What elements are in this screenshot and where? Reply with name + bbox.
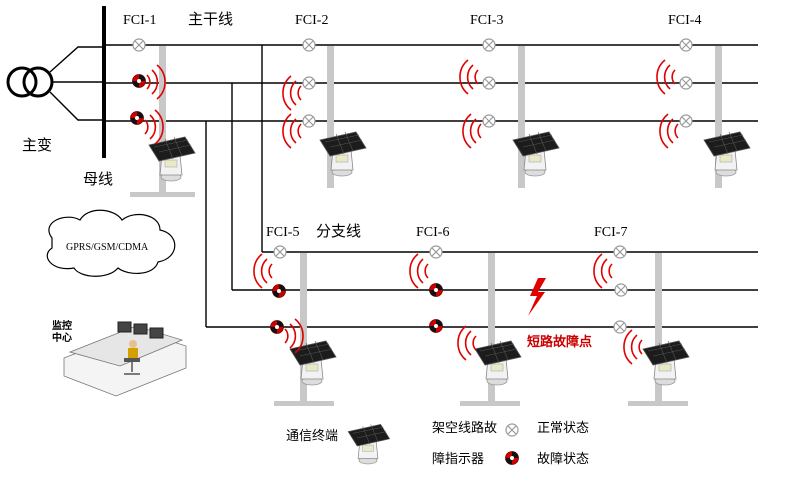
label-fci2: FCI-2 (295, 13, 328, 28)
indicators-fci5 (253, 245, 304, 354)
label-monitor-center-2: 中心 (52, 331, 72, 344)
label-fci3: FCI-3 (470, 13, 503, 28)
label-busbar: 母线 (83, 171, 113, 188)
legend-indicator-label-2: 障指示器 (432, 451, 484, 466)
legend-terminal-icon (347, 424, 390, 465)
indicators-fci3 (459, 38, 496, 149)
indicators-fci4 (656, 38, 693, 149)
label-fci7: FCI-7 (594, 225, 627, 240)
legend-fault-label: 故障状态 (537, 451, 589, 466)
label-fci1: FCI-1 (123, 13, 156, 28)
monitor-center-illustration (63, 321, 187, 397)
label-main-line: 主干线 (188, 11, 233, 28)
terminal-fci4 (703, 131, 751, 177)
cloud-icon (46, 209, 176, 277)
legend-fault-icon (505, 451, 519, 465)
terminal-fci7 (642, 340, 690, 386)
label-fci5: FCI-5 (266, 225, 299, 240)
transformer-icon (6, 66, 54, 98)
legend-terminal-label: 通信终端 (286, 428, 338, 443)
label-fault-point: 短路故障点 (527, 334, 592, 349)
terminal-fci2 (319, 131, 367, 177)
label-fci6: FCI-6 (416, 225, 449, 240)
branch-taps (205, 45, 758, 328)
terminal-fci6 (474, 340, 522, 386)
terminal-fci5 (289, 340, 337, 386)
legend-normal-label: 正常状态 (537, 420, 589, 435)
indicators-fci2 (282, 38, 316, 149)
indicators-fci7 (593, 245, 643, 365)
legend-indicator-label-1: 架空线路故 (432, 420, 497, 435)
label-fci4: FCI-4 (668, 13, 701, 28)
indicators-fci6 (409, 245, 477, 361)
legend-normal-icon (505, 423, 519, 437)
transformer-feed-lines (49, 46, 104, 121)
label-transformer: 主变 (22, 137, 52, 154)
lightning-bolt-icon (528, 278, 546, 316)
main-trunk-lines (104, 44, 758, 122)
label-monitor-center-1: 监控 (52, 319, 72, 332)
label-branch-line: 分支线 (316, 223, 361, 240)
label-cloud: GPRS/GSM/CDMA (66, 242, 149, 253)
